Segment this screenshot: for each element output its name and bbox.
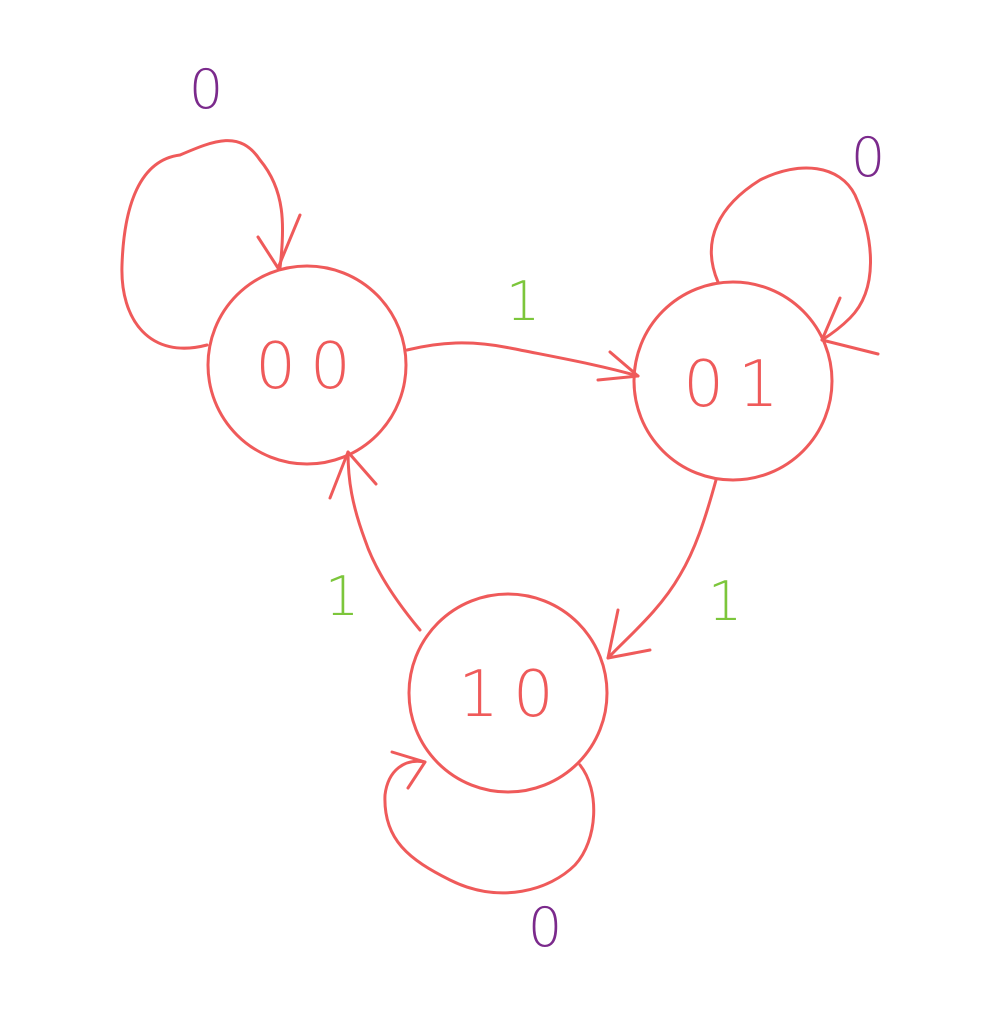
edge-01-to-10 — [606, 478, 718, 660]
self-loop-01-arrowhead — [820, 296, 880, 356]
state-01-label: 01 — [683, 348, 792, 422]
self-loop-01-edge — [709, 166, 872, 342]
self-loop-10-arrowhead — [390, 750, 427, 790]
state-10-label: 10 — [458, 658, 567, 732]
self-loop-10-edge — [383, 759, 596, 895]
edge-00-to-01-label: 1 — [506, 270, 540, 333]
edge-10-to-00-label: 1 — [325, 565, 359, 628]
edge-01-to-10-arrowhead — [606, 608, 652, 660]
state-10-circle — [407, 592, 609, 794]
edge-10-to-00 — [346, 450, 422, 632]
self-loop-10-label: 0 — [528, 896, 562, 959]
self-loop-00-label: 0 — [189, 58, 223, 121]
state-01-circle — [632, 280, 834, 482]
edge-00-to-01 — [405, 341, 640, 378]
state-00-circle — [206, 264, 408, 466]
edge-00-to-01-arrowhead — [596, 350, 640, 382]
self-loop-01-label: 0 — [851, 126, 885, 189]
edge-01-to-10-label: 1 — [708, 570, 742, 633]
state-00-label: 00 — [255, 330, 364, 404]
self-loop-00-arrowhead — [256, 213, 302, 270]
self-loop-00-edge — [120, 139, 285, 350]
edge-10-to-00-arrowhead — [328, 450, 378, 500]
